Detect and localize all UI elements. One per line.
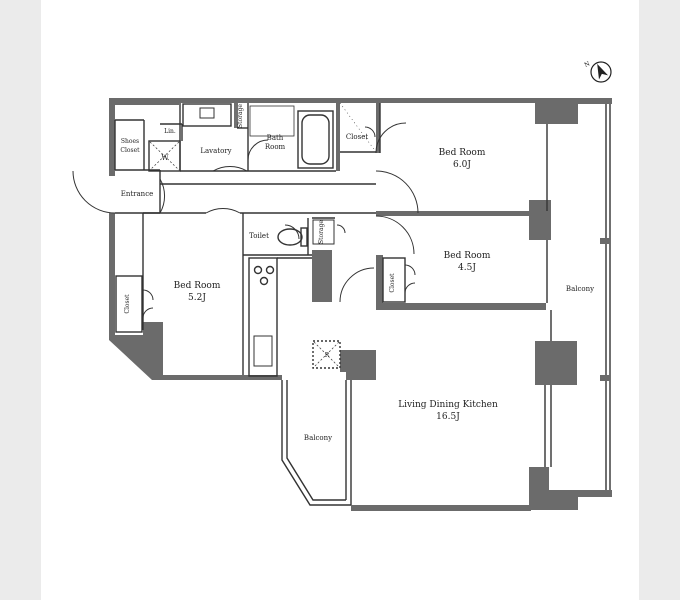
lavatory-label: Lavatory [200,147,231,155]
fridge-label: R [325,352,330,359]
bed-room-2-name: Bed Room [444,251,491,261]
storage-top-label: Storage [237,104,244,128]
closet-marks [339,102,377,153]
storage-toilet-label: Storage [318,220,325,244]
floor-plan-canvas: N Bed Room 6.0J Bed Room 4.5J Bed Room 5… [41,0,639,600]
closet-left-label: Closet [124,294,131,314]
partition-lines [114,103,611,506]
bed-room-3-size: 5.2J [188,293,206,303]
closet-mid-label: Closet [389,273,396,293]
door-swings [72,122,419,319]
compass-label: N [583,60,591,69]
north-arrow-icon: N [583,60,612,83]
bath-room-label-line2: Room [265,143,286,151]
bed-room-2-size: 4.5J [458,263,476,273]
linen-label: Lin. [164,128,176,135]
closet-top-label: Closet [346,133,369,141]
washer-symbol [149,141,180,171]
balcony-east-label: Balcony [566,285,594,293]
entrance-label: Entrance [121,190,154,198]
bath-room-label-line1: Bath [267,134,284,142]
bed-room-3-name: Bed Room [174,281,221,291]
ldk-name: Living Dining Kitchen [398,400,498,410]
ldk-size: 16.5J [436,412,460,422]
washer-label: W [161,154,169,162]
bed-room-1-size: 6.0J [453,160,471,170]
shoes-closet-label-line2: Closet [120,147,140,154]
floor-plan: N Bed Room 6.0J Bed Room 4.5J Bed Room 5… [72,60,612,511]
bed-room-1-name: Bed Room [439,148,486,158]
balcony-south-label: Balcony [304,434,332,442]
shoes-closet-label-line1: Shoes [121,138,139,145]
toilet-label: Toilet [249,232,269,240]
window-ticks [600,238,610,381]
room-labels: Bed Room 6.0J Bed Room 4.5J Bed Room 5.2… [120,104,594,442]
fridge-symbol [313,341,340,368]
structural-walls [109,98,612,511]
